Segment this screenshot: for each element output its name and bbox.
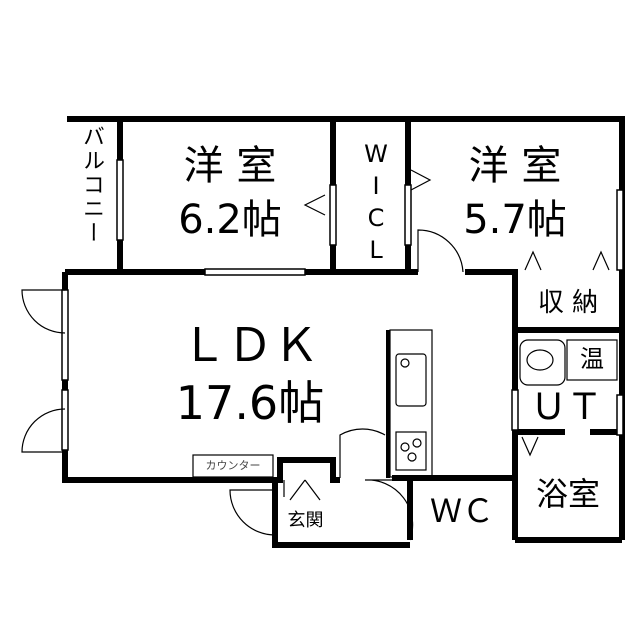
entrance-label: 玄関	[287, 510, 324, 531]
water-heater-label: 温	[580, 345, 604, 373]
bedroom1-size: 6.2帖	[178, 197, 282, 243]
bedroom1-label: 洋 室	[183, 143, 277, 189]
counter-label: カウンター	[205, 459, 261, 472]
utility-label: ＵＴ	[530, 387, 603, 428]
wc-label: ＷＣ	[429, 492, 494, 530]
doors	[21, 169, 610, 541]
kitchen	[192, 329, 618, 478]
wic-label: WICL	[362, 140, 390, 268]
bath-label: 浴室	[535, 475, 600, 513]
ldk-label: ＬＤＫ	[181, 318, 319, 372]
windows	[61, 159, 624, 451]
storage-label: 収 納	[537, 288, 599, 318]
balcony-label: バルコニー	[79, 125, 104, 245]
bedroom2-size: 5.7帖	[463, 197, 567, 243]
bedroom2-label: 洋 室	[468, 143, 562, 189]
ldk-size: 17.6帖	[175, 376, 325, 430]
